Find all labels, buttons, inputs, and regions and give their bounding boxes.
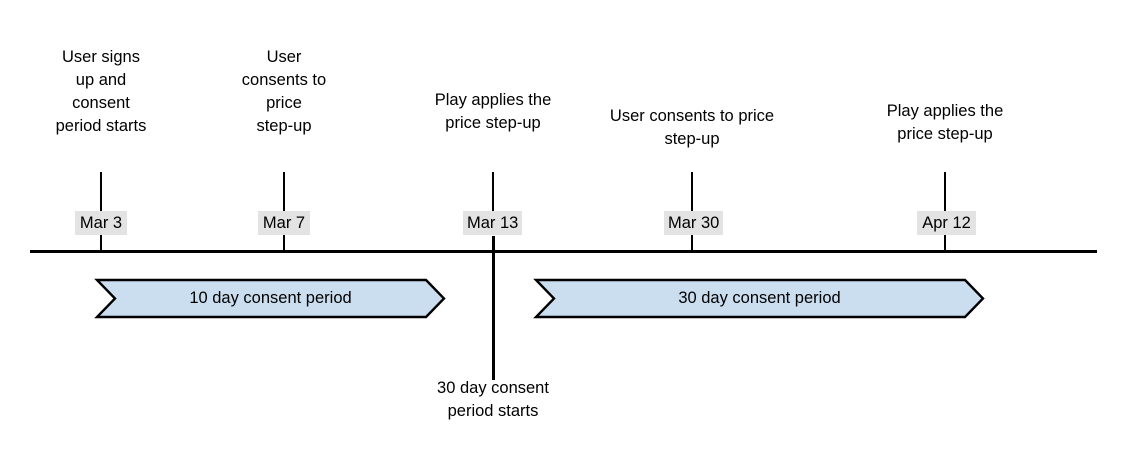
date-label-mar-7: Mar 7: [258, 211, 310, 235]
chevron-banner-shape: [94, 278, 446, 319]
consent-period-banner-10-day: 10 day consent period: [94, 278, 446, 319]
event-stem-mar-13-upper: [492, 172, 494, 212]
consent-period-banner-30-day: 30 day consent period: [533, 278, 985, 319]
event-stem-mar-13-lower: [492, 236, 495, 380]
chevron-banner-shape: [533, 278, 985, 319]
event-caption-mar-7: User consents to price step-up: [241, 48, 327, 135]
event-caption-mar-30: User consents to price step-up: [609, 107, 775, 148]
date-label-mar-30: Mar 30: [664, 211, 723, 235]
annotation-30-day-consent-period-starts: 30 day consent period starts: [437, 379, 549, 420]
event-caption-mar-13: Play applies the price step-up: [434, 91, 552, 132]
date-label-mar-13: Mar 13: [463, 211, 522, 235]
event-caption-mar-3: User signs up and consent period starts: [55, 48, 147, 135]
date-label-apr-12: Apr 12: [917, 211, 976, 235]
event-caption-apr-12: Play applies the price step-up: [886, 102, 1004, 143]
timeline-axis: [30, 250, 1097, 253]
date-label-mar-3: Mar 3: [75, 211, 127, 235]
